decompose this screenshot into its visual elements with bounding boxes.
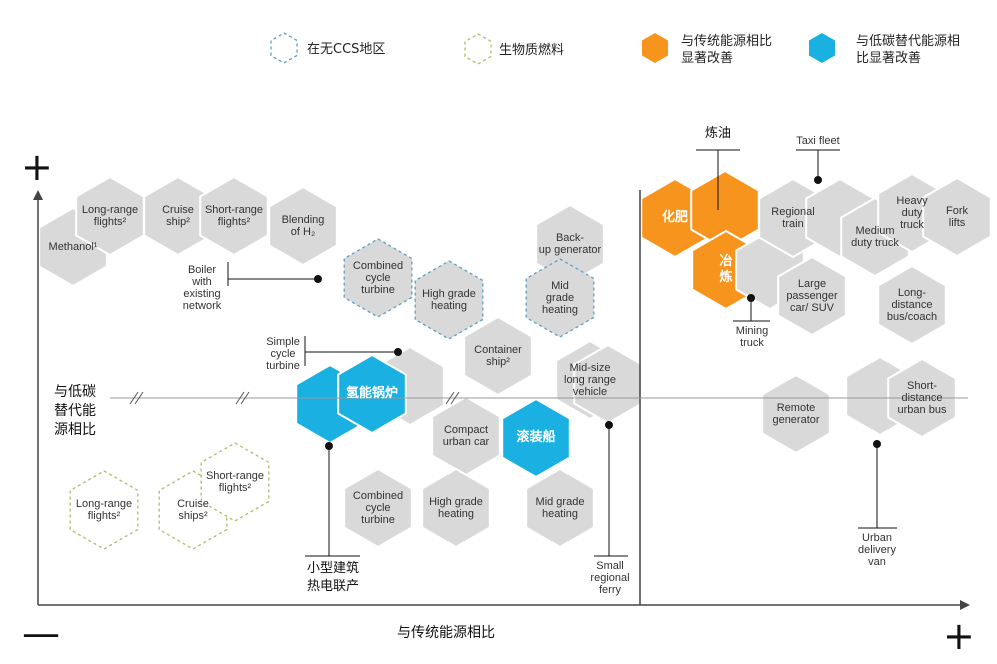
legend-swatch-2 bbox=[642, 33, 668, 63]
legend-vs-conventional: 与传统能源相比 显著改善 bbox=[681, 33, 772, 67]
y-axis-arrow bbox=[33, 190, 43, 200]
hexagon-17 bbox=[69, 470, 139, 550]
hexagon-9 bbox=[463, 316, 533, 396]
legend-vs-low-carbon: 与低碳替代能源相 比显著改善 bbox=[856, 33, 960, 67]
hexagon-33 bbox=[877, 265, 947, 345]
hexagon-16 bbox=[501, 398, 571, 478]
hexagon-15 bbox=[431, 396, 501, 476]
hexagon-34 bbox=[761, 374, 831, 454]
callout-taxi: Taxi fleet bbox=[796, 135, 840, 147]
callout-lines bbox=[227, 149, 897, 557]
hexagon-5 bbox=[343, 238, 413, 318]
x-axis-title: 与传统能源相比 bbox=[397, 625, 495, 641]
legend-no-ccs: 在无CCS地区 bbox=[307, 41, 385, 58]
hexagon-19 bbox=[200, 442, 270, 522]
legend-swatches bbox=[270, 32, 835, 65]
callout-urban-van: Urban delivery van bbox=[858, 532, 896, 568]
hexagon-layer bbox=[38, 170, 992, 550]
callout-simple-cycle: Simple cycle turbine bbox=[266, 336, 300, 372]
legend-swatch-3 bbox=[809, 33, 835, 63]
hexagon-22 bbox=[525, 468, 595, 548]
legend-biofuel: 生物质燃料 bbox=[499, 42, 564, 59]
axis-break-marks bbox=[129, 391, 460, 405]
callout-refining: 炼油 bbox=[704, 126, 731, 141]
x-axis-minus-sign: — bbox=[22, 611, 60, 655]
legend-biofuel-label: 生物质燃料 bbox=[499, 43, 565, 58]
hexagon-3 bbox=[199, 176, 269, 256]
axes bbox=[33, 190, 970, 610]
hexagon-6 bbox=[414, 260, 484, 340]
y-axis-title: 与低碳 替代能 源相比 bbox=[54, 384, 96, 438]
hexagon-21 bbox=[421, 468, 491, 548]
legend-swatch-1 bbox=[464, 33, 492, 65]
hexagon-28 bbox=[777, 256, 847, 336]
legend-swatch-0 bbox=[270, 32, 298, 64]
x-axis-plus-sign: + bbox=[943, 614, 975, 658]
hexagon-14 bbox=[337, 354, 407, 434]
callout-boiler: Boiler with existing network bbox=[182, 264, 222, 312]
hexagon-8 bbox=[525, 258, 595, 338]
legend-vs-conventional-label: 与传统能源相比 显著改善 bbox=[681, 34, 773, 66]
hexagon-20 bbox=[343, 468, 413, 548]
legend-no-ccs-label: 在无CCS地区 bbox=[307, 42, 386, 57]
legend-vs-low-carbon-label: 与低碳替代能源相 比显著改善 bbox=[856, 34, 961, 66]
callout-small-building: 小型建筑 热电联产 bbox=[306, 561, 359, 594]
callout-small-ferry: Small regional ferry bbox=[590, 560, 630, 596]
x-axis-arrow bbox=[960, 600, 970, 610]
hexagon-32 bbox=[922, 177, 992, 257]
hexagon-4 bbox=[268, 186, 338, 266]
y-axis-plus-sign: + bbox=[21, 145, 53, 189]
callout-mining: Mining truck bbox=[735, 325, 769, 349]
